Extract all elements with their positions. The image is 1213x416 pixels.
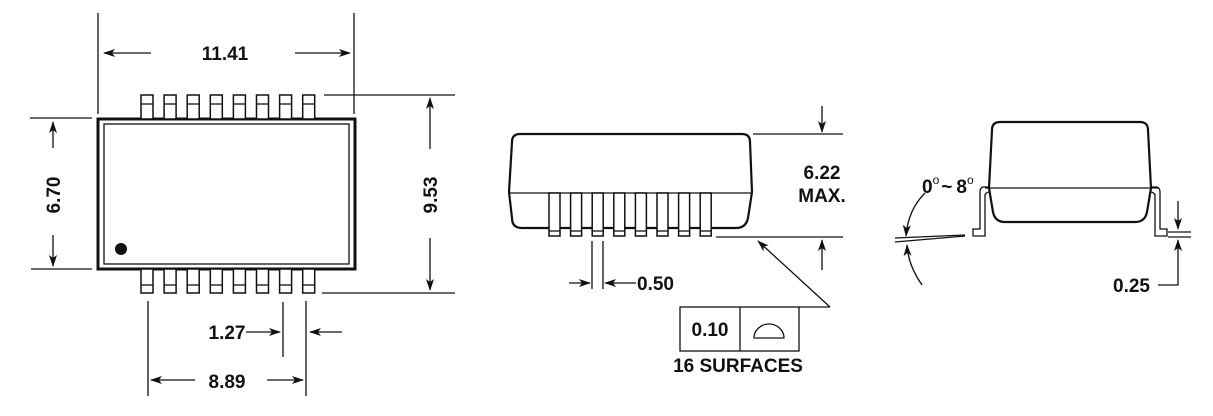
coplanarity-note: 16 SURFACES [673, 356, 803, 377]
pin [209, 268, 224, 294]
pin [548, 192, 561, 237]
lead-thickness-label: 0.25 [1113, 276, 1150, 297]
pin [278, 94, 293, 120]
angle-arrow [902, 192, 926, 237]
pitch-label: 1.27 [209, 323, 246, 344]
pin [677, 192, 691, 237]
pin [232, 268, 247, 294]
angle-reference-line [894, 235, 966, 243]
pin [163, 94, 177, 120]
side-pin-row [548, 192, 712, 237]
pin [634, 192, 648, 237]
end-view: 0o~8o 0.25 [894, 120, 1191, 297]
package-body-inner [103, 123, 350, 265]
side-view: 6.22 MAX. 0.50 0.10 16 SURFACES [507, 106, 846, 377]
height-max-label: MAX. [798, 186, 846, 207]
right-lead [1149, 186, 1168, 237]
pin [255, 268, 270, 294]
angle-label: 0o~8o [922, 173, 974, 198]
pin [186, 94, 200, 120]
pin [591, 192, 604, 237]
side-body-outline [507, 132, 754, 230]
overall-height-label: 9.53 [421, 177, 442, 214]
pin [186, 268, 200, 294]
pin1-marker-dot [115, 243, 127, 255]
pin [613, 192, 626, 237]
pin [209, 94, 224, 120]
body-height-label: 6.70 [44, 177, 65, 214]
top-pin-row [140, 94, 316, 120]
pin [569, 192, 583, 237]
pin-width-label: 0.50 [637, 274, 674, 295]
bottom-pin-row [140, 268, 316, 294]
pin [301, 268, 316, 294]
angle-reference-line [894, 234, 966, 239]
pin [699, 192, 712, 237]
dimension-arrow [1158, 239, 1182, 286]
height-value-label: 6.22 [804, 163, 841, 184]
pin-span-label: 8.89 [209, 372, 246, 393]
top-view: 11.41 6.70 9.53 1.27 8.89 [30, 13, 455, 396]
end-body-outline [987, 120, 1153, 224]
angle-arrow [903, 244, 923, 286]
pin [140, 268, 154, 294]
overall-width-label: 11.41 [202, 44, 249, 65]
coplanarity-value: 0.10 [692, 320, 729, 341]
pin [255, 94, 270, 120]
profile-of-surface-icon [753, 323, 785, 339]
pin [163, 268, 177, 294]
package-body-outline [96, 117, 357, 271]
left-lead [972, 186, 991, 237]
pin [301, 94, 316, 120]
pin [656, 192, 669, 237]
pin [232, 94, 247, 120]
pin [278, 268, 293, 294]
leader-arrow [757, 240, 831, 308]
pin [140, 94, 154, 120]
